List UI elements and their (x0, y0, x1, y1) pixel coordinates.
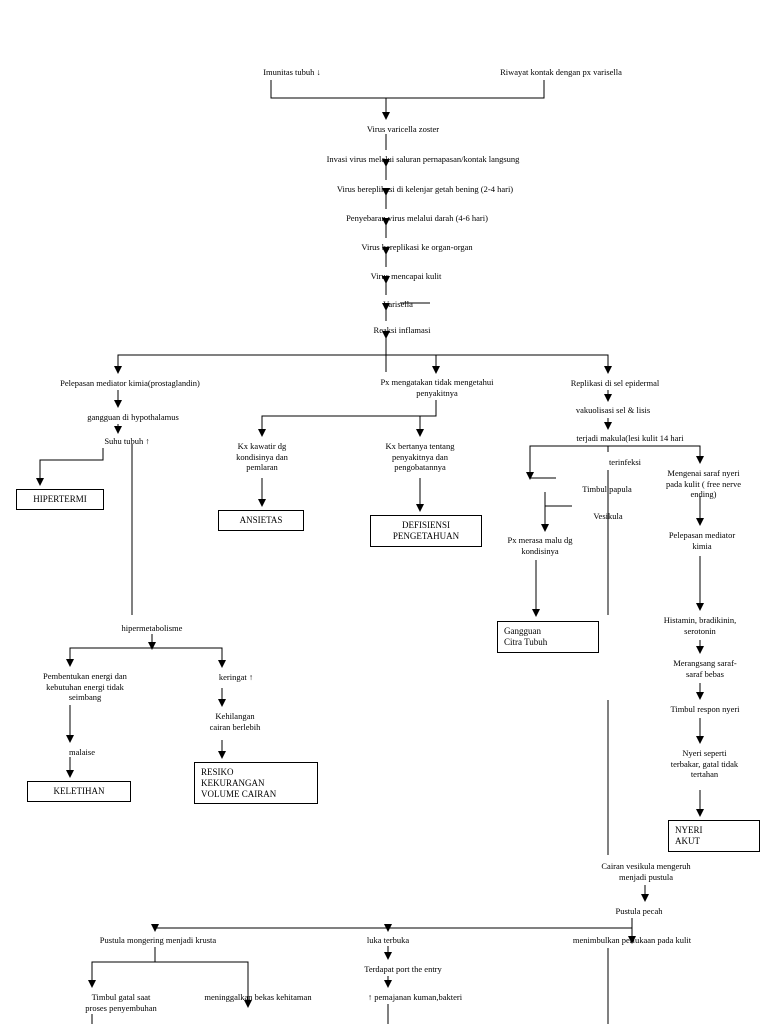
node-virus-varicella-zoster: Virus varicella zoster (366, 124, 440, 134)
node-terjadi-makula: terjadi makula(lesi kulit 14 hari (576, 433, 684, 443)
node-malaise: malaise (69, 747, 95, 757)
node-suhu-tubuh: Suhu tubuh ↑ (104, 436, 150, 446)
node-bekas-kehitaman: meninggalkan bekas kehitaman (204, 992, 312, 1002)
node-vesikula: Vesikula (593, 511, 623, 521)
node-pelepasan-mediator-kimia-2: Pelepasan mediator kimia (668, 530, 736, 551)
node-mengenai-saraf-nyeri: Mengenai saraf nyeri pada kulit ( free n… (665, 468, 742, 500)
node-port-the-entry: Terdapat port the entry (364, 964, 442, 974)
node-vakuolisasi-sel-lisis: vakuolisasi sel & lisis (575, 405, 651, 415)
node-ansietas: ANSIETAS (218, 510, 304, 531)
node-replikasi-organ: Virus bereplikasi ke organ-organ (361, 242, 473, 252)
node-pelepasan-mediator-kimia: Pelepasan mediator kimia(prostaglandin) (60, 378, 200, 388)
node-kx-bertanya: Kx bertanya tentang penyakitnya dan peng… (385, 441, 455, 473)
node-kehilangan-cairan: Kehilangan cairan berlebih (209, 711, 261, 732)
node-cairan-vesikula-mengeruh: Cairan vesikula mengeruh menjadi pustula (601, 861, 691, 882)
node-pustula-pecah: Pustula pecah (615, 906, 663, 916)
node-nyeri-seperti-terbakar: Nyeri seperti terbakar, gatal tidak tert… (670, 748, 739, 780)
node-resiko-kekurangan-volume-cairan: RESIKO KEKURANGAN VOLUME CAIRAN (194, 762, 318, 805)
node-hipertermi: HIPERTERMI (16, 489, 104, 510)
node-pustula-mengering: Pustula mongering menjadi krusta (99, 935, 217, 945)
node-keletihan: KELETIHAN (27, 781, 131, 802)
node-timbul-respon-nyeri: Timbul respon nyeri (670, 704, 740, 714)
node-defisiensi-pengetahuan: DEFISIENSI PENGETAHUAN (370, 515, 482, 547)
node-reaksi-inflamasi: Reaksi inflamasi (373, 325, 431, 335)
node-merangsang-saraf-bebas: Merangsang saraf- saraf bebas (673, 658, 737, 679)
node-gangguan-hypothalamus: gangguan di hypothalamus (87, 412, 179, 422)
node-histamin-bradikinin: Histamin, bradikinin, serotonin (663, 615, 737, 636)
node-luka-terbuka: luka terbuka (366, 935, 410, 945)
node-gangguan-citra-tubuh: Gangguan Citra Tubuh (497, 621, 599, 653)
node-replikasi-sel-epidermal: Replikasi di sel epidermal (570, 378, 660, 388)
node-riwayat-kontak: Riwayat kontak dengan px varisella (500, 67, 622, 77)
node-varisella: Varisella (383, 299, 413, 309)
node-replikasi-kelenjar: Virus bereplikasi di kelenjar getah beni… (336, 184, 514, 194)
node-virus-mencapai-kulit: Virus mencapai kulit (370, 271, 442, 281)
node-pembentukan-energi: Pembentukan energi dan kebutuhan energi … (43, 671, 127, 703)
node-menimbulkan-perlukaan: menimbulkan perlukaan pada kulit (572, 935, 692, 945)
node-kx-kawatir: Kx kawatir dg kondisinya dan pemlaran (236, 441, 288, 473)
node-keringat: keringat ↑ (218, 672, 254, 682)
node-timbul-gatal: Timbul gatal saat proses penyembuhan (85, 992, 157, 1013)
node-pemajanan-kuman: ↑ pemajanan kuman,bakteri (367, 992, 463, 1002)
node-penyebaran-darah: Penyebaran virus melalui darah (4-6 hari… (346, 213, 488, 223)
node-imunitas-tubuh: Imunitas tubuh ↓ (263, 67, 321, 77)
node-invasi-virus: Invasi virus melalui saluran pernapasan/… (326, 154, 520, 164)
node-terinfeksi: terinfeksi (608, 457, 642, 467)
node-hipermetabolisme: hipermetabolisme (121, 623, 183, 633)
node-px-merasa-malu: Px merasa malu dg kondisinya (507, 535, 573, 556)
node-timbul-papula: Timbul papula (582, 484, 632, 494)
node-px-tidak-mengetahui: Px mengatakan tidak mengetahui penyakitn… (380, 377, 494, 398)
node-nyeri-akut: NYERI AKUT (668, 820, 760, 852)
